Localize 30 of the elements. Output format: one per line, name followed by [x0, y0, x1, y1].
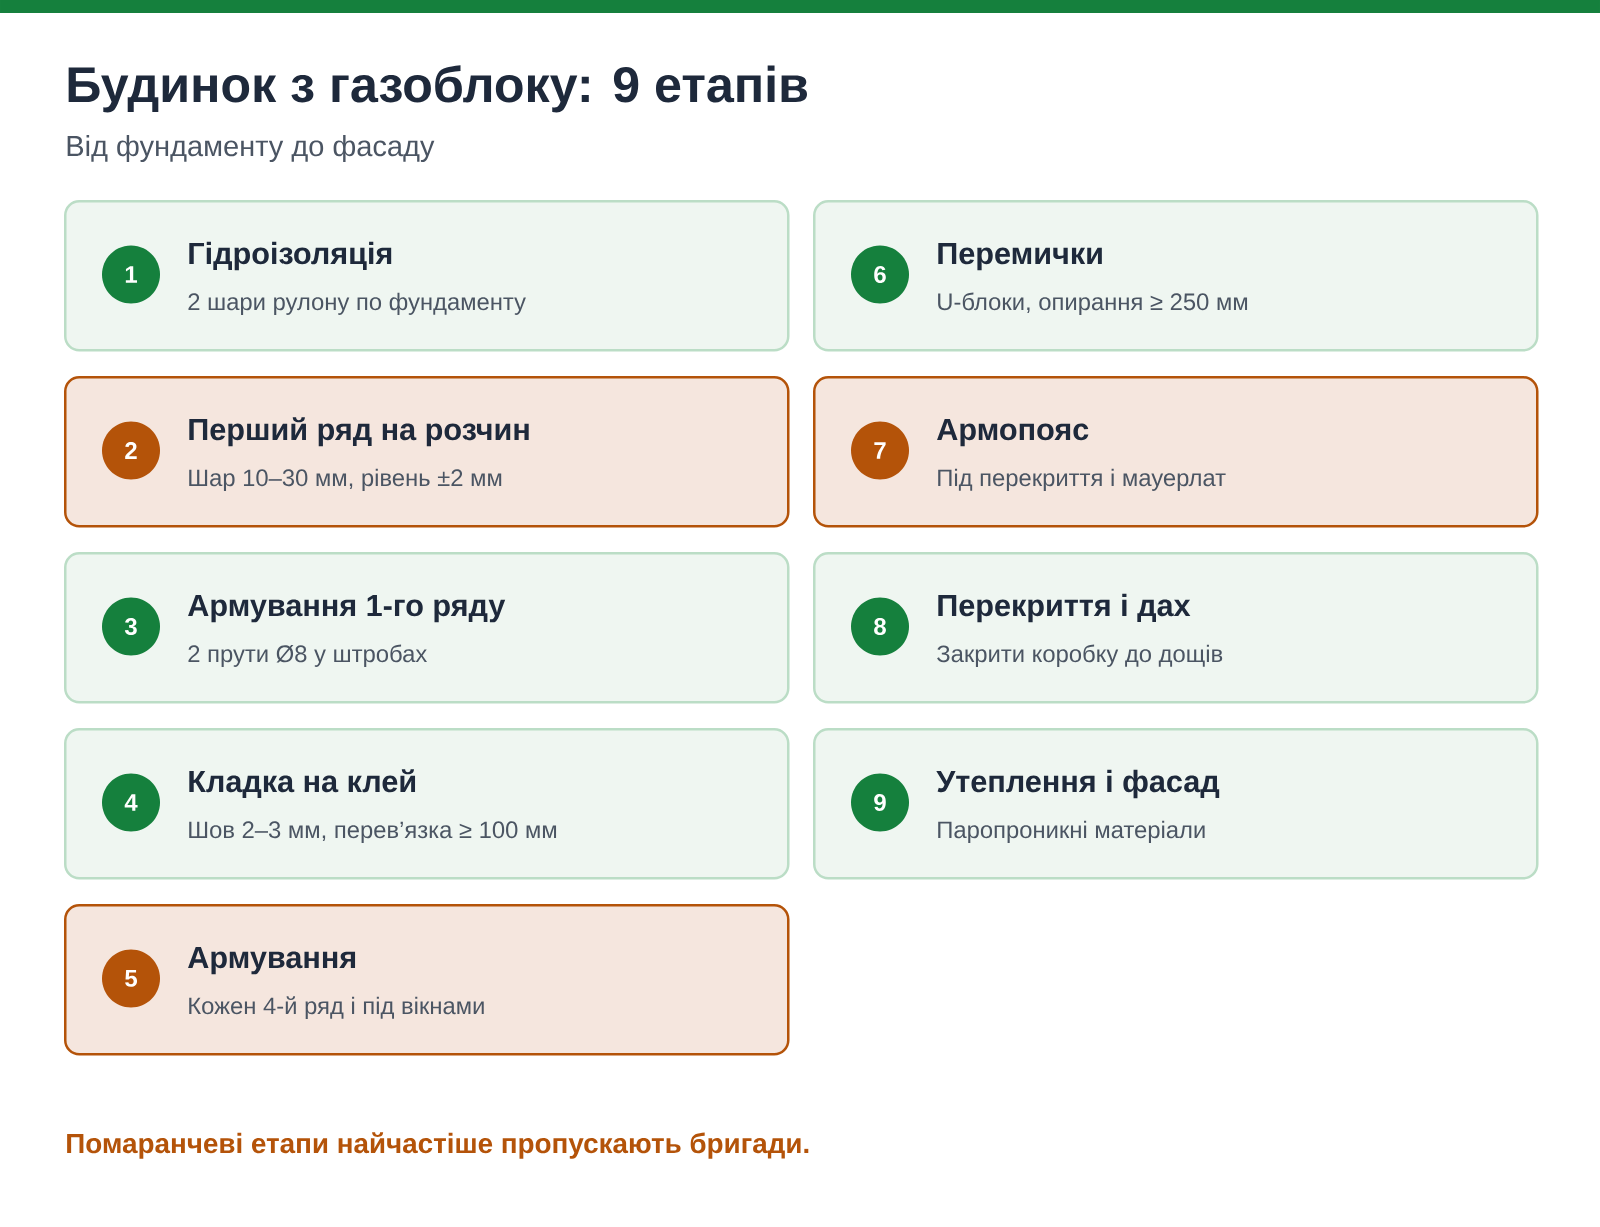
step-description: 2 шари рулону по фундаменту: [188, 292, 526, 315]
number-badge: 4: [102, 773, 160, 832]
step-title: Перемички: [938, 242, 1102, 271]
step-description: Закрити коробку до дощів: [937, 644, 1223, 667]
step-description: Паропроникні матеріали: [938, 820, 1205, 843]
number-badge: 8: [851, 597, 909, 656]
step-title: Армопояс: [937, 418, 1089, 447]
subtitle: Від фундаменту до фасаду: [67, 135, 435, 162]
step-title: Перекриття і дах: [938, 593, 1191, 623]
step-description: Шар 10–30 мм, рівень ±2 мм: [189, 468, 502, 491]
step-title: Перший ряд на розчин: [189, 417, 529, 447]
number-badge: 3: [102, 597, 160, 656]
step-description: Шов 2–3 мм, перев’язка ≥ 100 мм: [189, 821, 557, 843]
note: Помаранчеві етапи найчастіше пропускають бригади.: [67, 1132, 809, 1159]
number-badge: 5: [102, 949, 160, 1008]
number-badge: 6: [851, 245, 909, 304]
step-title: Армування: [188, 946, 356, 975]
number-badge: 2: [102, 421, 160, 480]
number-badge: 9: [851, 773, 909, 832]
number-badge: 7: [851, 421, 909, 480]
step-title: Кладка на клей: [189, 769, 416, 799]
step-description: Під перекриття і мауерлат: [938, 468, 1226, 491]
step-description: U-блоки, опирання ≥ 250 мм: [938, 292, 1248, 315]
title: Будинок з газоблоку: 9 етапів: [68, 65, 807, 113]
number-badge: 1: [102, 245, 160, 304]
step-title: Гідроізоляція: [189, 241, 392, 271]
step-title: Утеплення і фасад: [936, 769, 1220, 799]
step-title: Армування 1-го ряду: [188, 594, 506, 623]
step-description: Кожен 4-й ряд і під вікнами: [189, 996, 484, 1019]
step-description: 2 прути Ø8 у штробах: [188, 644, 427, 667]
